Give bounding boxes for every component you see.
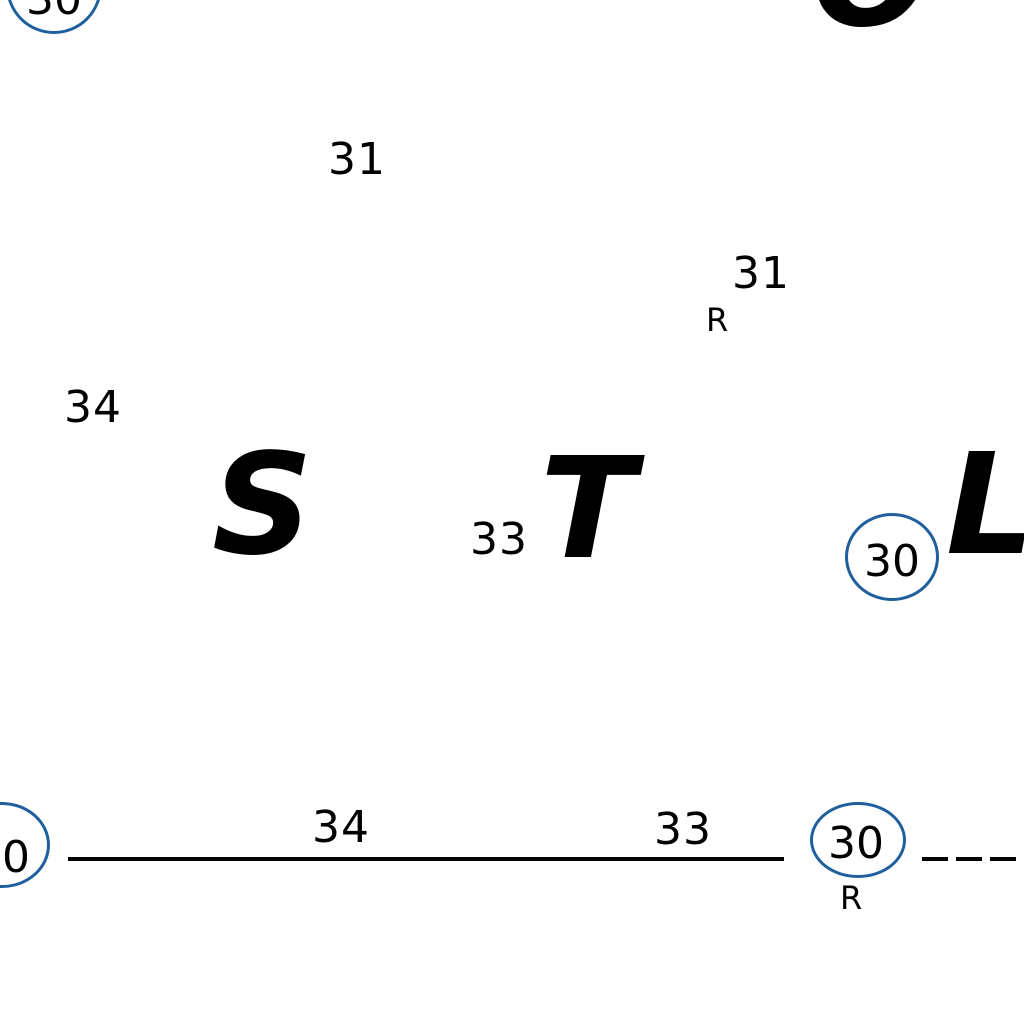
circled-number-left-edge-partial-label: 30 bbox=[0, 832, 30, 883]
circled-number-top-left-partial-label: 30 bbox=[26, 0, 82, 22]
spot-depth-bottom-right: 33 bbox=[654, 804, 712, 855]
spot-depth-left: 34 bbox=[64, 382, 122, 433]
big-letter-t: T bbox=[540, 428, 636, 591]
boundary-line-right-dashed bbox=[922, 857, 1024, 861]
spot-depth-middle: 33 bbox=[470, 514, 528, 565]
circled-number-right-label: 30 bbox=[864, 536, 920, 587]
spot-depth-top: 31 bbox=[328, 134, 386, 185]
boundary-line-left bbox=[68, 857, 784, 861]
spot-depth-right: 31 bbox=[732, 248, 790, 299]
circled-number-right bbox=[845, 513, 939, 601]
spot-depth-bottom-left: 34 bbox=[312, 802, 370, 853]
big-letter-top-partial: O bbox=[812, 0, 931, 48]
circled-number-bottom bbox=[810, 802, 906, 878]
spot-depth-right-suffix: R bbox=[706, 301, 729, 339]
circled-number-bottom-suffix: R bbox=[840, 879, 863, 917]
big-letter-s: S bbox=[212, 424, 313, 587]
circled-number-bottom-label: 30 bbox=[828, 818, 884, 869]
big-letter-l: L bbox=[946, 436, 1024, 576]
